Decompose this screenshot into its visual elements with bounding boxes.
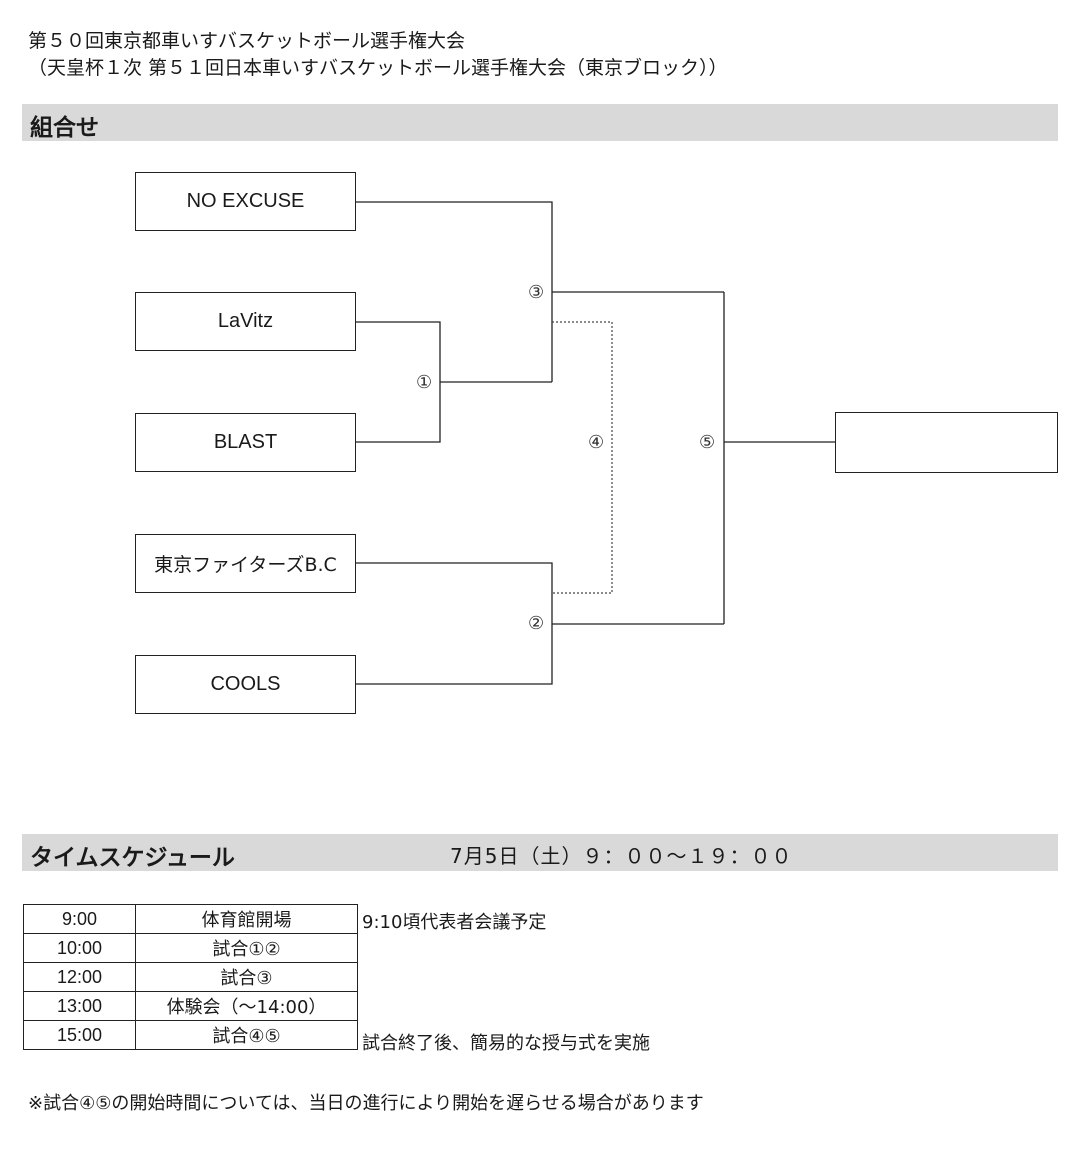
- schedule-row: 13:00 体験会（〜14:00）: [23, 991, 358, 1021]
- schedule-note-ceremony: 試合終了後、簡易的な授与式を実施: [362, 1033, 650, 1054]
- schedule-time: 12:00: [23, 962, 136, 992]
- team-box-blast: BLAST: [135, 413, 356, 472]
- tournament-title: 第５０回東京都車いすバスケットボール選手権大会: [28, 30, 466, 52]
- team-box-no-excuse: NO EXCUSE: [135, 172, 356, 231]
- schedule-time: 15:00: [23, 1020, 136, 1050]
- bracket-line-g3: [356, 201, 553, 382]
- schedule-note-opening: 9:10頃代表者会議予定: [362, 912, 547, 933]
- schedule-row: 12:00 試合③: [23, 962, 358, 992]
- schedule-event: 試合①②: [135, 933, 358, 963]
- bracket-lines: [356, 201, 835, 685]
- team-box-lavitz: LaVitz: [135, 292, 356, 351]
- game-number-3: ③: [528, 282, 545, 303]
- bracket-line-g4: [552, 321, 613, 594]
- schedule-event: 試合③: [135, 962, 358, 992]
- bracket-section-header: 組合せ: [22, 104, 1058, 141]
- schedule-table: 9:00 体育館開場 10:00 試合①② 12:00 試合③ 13:00 体験…: [23, 904, 358, 1050]
- schedule-time: 10:00: [23, 933, 136, 963]
- schedule-row: 15:00 試合④⑤: [23, 1020, 358, 1050]
- schedule-time: 13:00: [23, 991, 136, 1021]
- schedule-row: 9:00 体育館開場: [23, 904, 358, 934]
- schedule-date: 7月5日（土）９：００〜１９：００: [450, 844, 793, 868]
- schedule-footnote: ※試合④⑤の開始時間については、当日の進行により開始を遅らせる場合があります: [28, 1093, 704, 1114]
- game-number-5: ⑤: [699, 432, 716, 453]
- schedule-event: 体験会（〜14:00）: [135, 991, 358, 1021]
- team-box-tokyo-fighters: 東京ファイターズB.C: [135, 534, 356, 593]
- bracket-section-label: 組合せ: [30, 115, 99, 141]
- schedule-section-header: タイムスケジュール 7月5日（土）９：００〜１９：００: [22, 834, 1058, 871]
- bracket-line-g2: [356, 562, 553, 685]
- tournament-subtitle: （天皇杯１次 第５１回日本車いすバスケットボール選手権大会（東京ブロック））: [28, 57, 728, 79]
- game-number-1: ①: [416, 372, 433, 393]
- winner-box: [835, 412, 1058, 473]
- schedule-row: 10:00 試合①②: [23, 933, 358, 963]
- team-box-cools: COOLS: [135, 655, 356, 714]
- schedule-event: 試合④⑤: [135, 1020, 358, 1050]
- game-number-4: ④: [588, 432, 605, 453]
- schedule-time: 9:00: [23, 904, 136, 934]
- schedule-section-label: タイムスケジュール: [30, 845, 235, 871]
- schedule-event: 体育館開場: [135, 904, 358, 934]
- game-number-2: ②: [528, 613, 545, 634]
